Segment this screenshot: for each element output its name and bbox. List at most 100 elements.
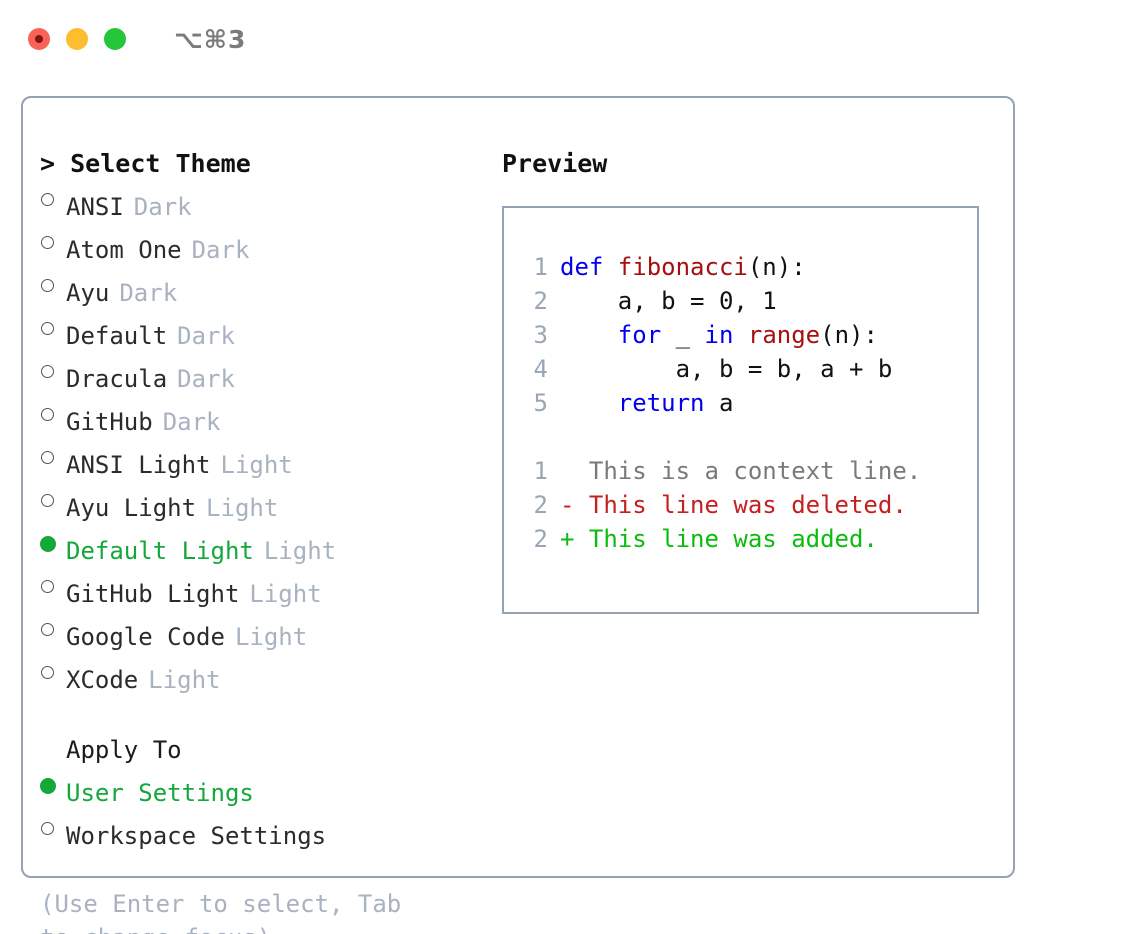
line-number: 5 <box>533 389 548 417</box>
radio-selected-icon[interactable] <box>40 525 66 559</box>
radio-unselected-icon[interactable] <box>40 267 66 301</box>
theme-category-tag: Light <box>220 451 293 479</box>
diff-line-text: - This line was deleted. <box>560 491 907 519</box>
diff-line-text: This is a context line. <box>560 457 922 485</box>
radio-glyph <box>41 623 54 636</box>
close-button-icon[interactable] <box>28 28 50 50</box>
line-number: 1 <box>533 457 548 485</box>
theme-category-tag: Dark <box>133 193 192 221</box>
apply-to-option[interactable]: Workspace Settings <box>40 810 500 853</box>
radio-unselected-icon[interactable] <box>40 181 66 215</box>
theme-list-item[interactable]: Default Light Light <box>40 525 500 568</box>
code-line: 3 for _ in range(n): <box>516 318 971 352</box>
theme-list-item[interactable]: Default Dark <box>40 310 500 353</box>
apply-to-option[interactable]: User Settings <box>40 767 500 810</box>
radio-glyph <box>41 408 54 421</box>
code-token: a, b = 0, 1 <box>560 287 777 315</box>
theme-list-item[interactable]: GitHub Dark <box>40 396 500 439</box>
zoom-button-icon[interactable] <box>104 28 126 50</box>
theme-category-tag: Light <box>206 494 279 522</box>
radio-unselected-icon[interactable] <box>40 224 66 258</box>
diff-line: 2 + This line was added. <box>516 522 971 556</box>
radio-unselected-icon[interactable] <box>40 611 66 645</box>
line-number: 2 <box>533 525 548 553</box>
theme-name-label: GitHub Light <box>66 580 240 608</box>
code-line: 2 a, b = 0, 1 <box>516 284 971 318</box>
radio-glyph <box>40 778 56 794</box>
code-token: in <box>704 321 734 349</box>
radio-unselected-icon[interactable] <box>40 310 66 344</box>
code-token: range <box>747 321 821 349</box>
code-line: 5 return a <box>516 386 971 420</box>
theme-name-label: GitHub <box>66 408 153 436</box>
theme-name-label: ANSI Light <box>66 451 211 479</box>
section-spacer <box>40 697 500 733</box>
traffic-light-buttons <box>28 28 126 50</box>
theme-category-tag: Dark <box>162 408 221 436</box>
select-theme-title-label: Select Theme <box>70 149 251 178</box>
preview-heading: Preview <box>502 149 608 178</box>
radio-unselected-icon[interactable] <box>40 810 66 844</box>
theme-name-label: XCode <box>66 666 139 694</box>
code-line-text: a, b = b, a + b <box>560 352 893 386</box>
line-number: 2 <box>533 491 548 519</box>
radio-glyph <box>41 193 54 206</box>
code-token <box>560 321 618 349</box>
theme-name-label: Default Light <box>66 537 254 565</box>
line-number: 1 <box>533 253 548 281</box>
theme-list-item[interactable]: Ayu Light Light <box>40 482 500 525</box>
select-theme-title: > Select Theme <box>40 147 500 181</box>
radio-unselected-icon[interactable] <box>40 568 66 602</box>
code-line-text: return a <box>560 386 734 420</box>
code-line: 1 def fibonacci(n): <box>516 250 971 284</box>
radio-unselected-icon[interactable] <box>40 353 66 387</box>
code-token: a <box>704 389 734 417</box>
code-token: fibonacci <box>617 253 748 281</box>
line-number: 4 <box>533 355 548 383</box>
code-token: (n): <box>820 321 878 349</box>
line-number: 3 <box>533 321 548 349</box>
theme-category-tag: Light <box>234 623 308 651</box>
theme-name-label: Ayu Light <box>66 494 197 522</box>
theme-category-tag: Light <box>263 537 337 565</box>
code-line-text: def fibonacci(n): <box>560 250 806 284</box>
theme-category-tag: Dark <box>177 322 235 350</box>
title-bar: ⌥⌘3 <box>0 0 1140 78</box>
code-line-text: for _ in range(n): <box>560 318 878 352</box>
radio-selected-icon[interactable] <box>40 767 66 801</box>
keyboard-shortcut-label: ⌥⌘3 <box>174 24 247 54</box>
radio-unselected-icon[interactable] <box>40 396 66 430</box>
radio-glyph <box>41 494 54 507</box>
theme-list-item[interactable]: ANSI Light Light <box>40 439 500 482</box>
radio-glyph <box>40 536 56 552</box>
code-token: return <box>617 389 705 417</box>
radio-unselected-icon[interactable] <box>40 654 66 688</box>
theme-name-label: Default <box>66 322 168 350</box>
diff-line-text: + This line was added. <box>560 525 878 553</box>
minimize-button-icon[interactable] <box>66 28 88 50</box>
radio-glyph <box>41 580 54 593</box>
diff-line: 1 This is a context line. <box>516 454 971 488</box>
theme-category-tag: Dark <box>191 236 250 264</box>
code-token <box>560 389 618 417</box>
radio-unselected-icon[interactable] <box>40 439 66 473</box>
theme-category-tag: Light <box>249 580 322 608</box>
prompt-caret-icon: > <box>40 149 56 178</box>
radio-unselected-icon[interactable] <box>40 482 66 516</box>
apply-to-heading: Apply To <box>66 736 182 764</box>
apply-to-label: User Settings <box>66 779 254 807</box>
theme-list-item[interactable]: GitHub Light Light <box>40 568 500 611</box>
